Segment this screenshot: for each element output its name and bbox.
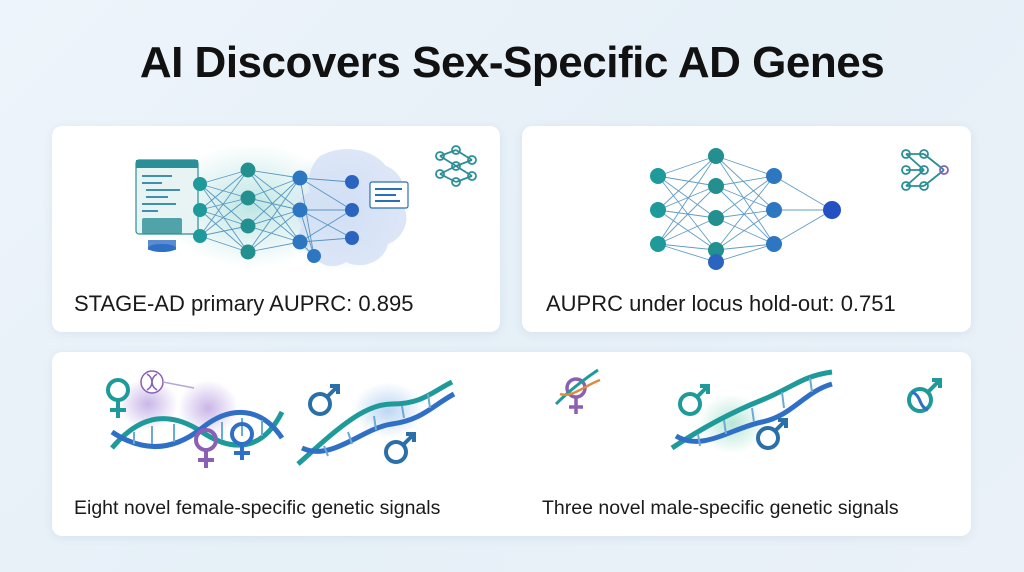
male-symbol-icon [308, 384, 340, 416]
network-graph-icon [901, 149, 949, 191]
dna-sex-symbols-illustration [106, 368, 942, 468]
male-symbol-icon [384, 432, 416, 464]
code-brain-network-illustration [135, 144, 477, 272]
female-symbol-icon [194, 428, 218, 468]
female-symbol-icon [230, 422, 254, 460]
card-sex-specific-signals: Eight novel female-specific genetic sign… [52, 352, 971, 536]
male-signals-caption: Three novel male-specific genetic signal… [542, 497, 899, 519]
holdout-auprc-caption: AUPRC under locus hold-out: 0.751 [546, 291, 896, 316]
card-primary-auprc: STAGE-AD primary AUPRC: 0.895 [52, 126, 500, 332]
female-symbol-icon [106, 378, 130, 418]
neural-network-illustration [650, 148, 949, 270]
dna-helix-icon [140, 370, 164, 394]
male-symbol-icon [907, 378, 942, 413]
female-signals-caption: Eight novel female-specific genetic sign… [74, 497, 441, 519]
primary-auprc-caption: STAGE-AD primary AUPRC: 0.895 [74, 291, 414, 316]
page-title: AI Discovers Sex-Specific AD Genes [139, 38, 885, 87]
dna-helix-icon [296, 379, 456, 466]
card-locus-holdout-auprc: AUPRC under locus hold-out: 0.751 [522, 126, 971, 332]
male-symbol-icon [756, 418, 788, 450]
male-symbol-icon [678, 384, 710, 416]
dna-helix-icon [670, 369, 833, 451]
neural-network-icon [435, 145, 477, 187]
